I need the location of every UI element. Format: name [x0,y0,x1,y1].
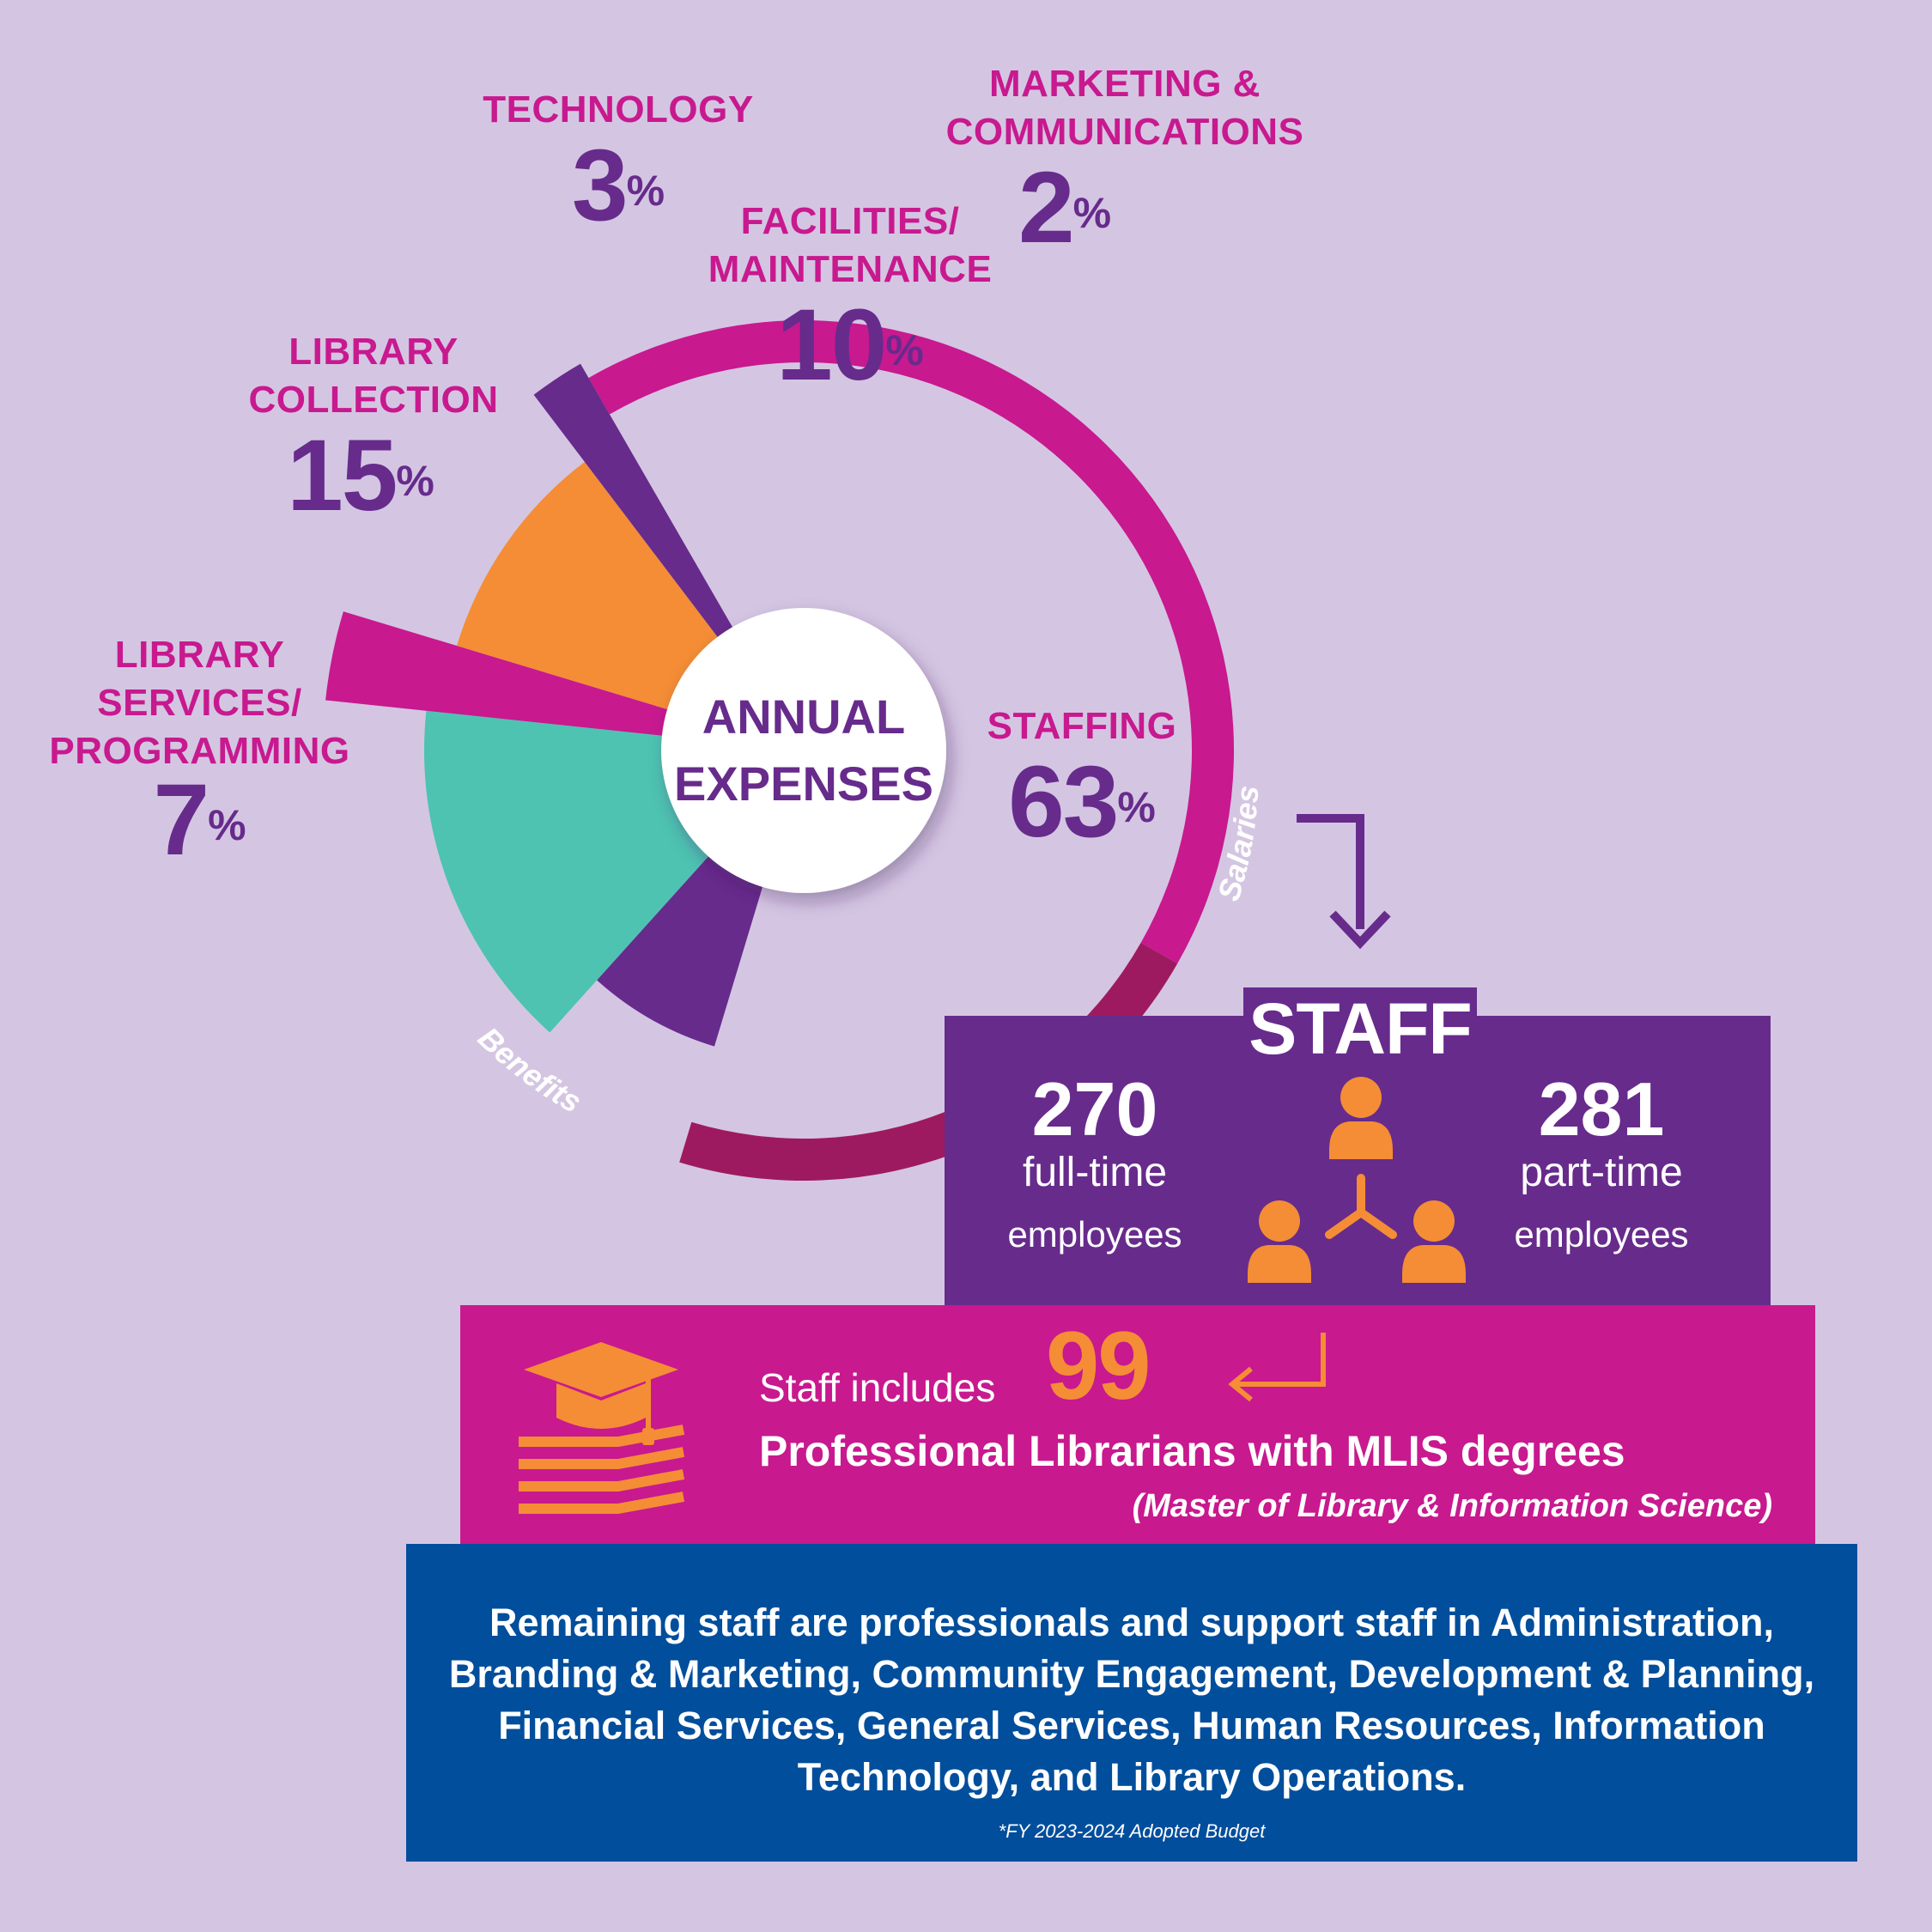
label-services-name-2: SERVICES/ [97,682,302,724]
remaining-staff-text: Remaining staff are professionals and su… [406,1597,1857,1803]
return-arrow-icon [1228,1333,1326,1402]
staff-panel [945,1016,1771,1305]
full-time-label: full-time [1022,1150,1168,1195]
label-marketing: MARKETING & COMMUNICATIONS 2% [936,60,1314,259]
center-label-line1: ANNUAL [702,690,905,744]
label-staffing: STAFFING 63% [962,702,1202,854]
people-network-icon [1248,1077,1466,1283]
part-time-count: 281 [1538,1066,1665,1151]
remaining-line-4: Technology, and Library Operations. [797,1755,1467,1799]
mlis-degree-note: (Master of Library & Information Science… [1132,1488,1772,1524]
center-label-line2: EXPENSES [674,756,933,811]
remaining-line-2: Branding & Marketing, Community Engageme… [448,1652,1815,1696]
label-technology-name: TECHNOLOGY [483,88,754,131]
remaining-line-3: Financial Services, General Services, Hu… [498,1704,1765,1747]
label-facilities-name-1: FACILITIES/ [740,200,960,242]
full-time-count: 270 [1031,1066,1158,1151]
label-marketing-name-1: MARKETING & [989,63,1261,105]
label-staffing-name: STAFFING [987,705,1177,747]
label-staffing-pct: 63% [1008,745,1156,859]
mlis-description: Professional Librarians with MLIS degree… [759,1427,1625,1475]
full-time-employees-label: employees [1007,1214,1182,1255]
down-arrow-line [1297,814,1364,929]
label-collection: LIBRARY COLLECTION 15% [215,328,532,527]
label-services-pct: 7% [153,763,246,877]
label-facilities-pct: 10% [776,289,924,402]
graduation-cap-books-icon [519,1342,685,1514]
part-time-employees-label: employees [1514,1214,1689,1255]
label-services-name-3: PROGRAMMING [49,730,350,772]
label-collection-pct: 15% [287,419,434,532]
label-facilities-name-2: MAINTENANCE [708,248,993,290]
mlis-count: 99 [1046,1312,1151,1419]
down-arrow-head-icon [1329,910,1391,950]
label-services: LIBRARY SERVICES/ PROGRAMMING 7% [34,631,365,872]
mlis-panel [460,1305,1815,1544]
label-marketing-pct: 2% [1018,151,1112,264]
pie-ring-salaries [588,320,1235,964]
label-marketing-name-2: COMMUNICATIONS [945,111,1304,153]
label-facilities: FACILITIES/ MAINTENANCE 10% [678,197,1022,397]
part-time-label: part-time [1520,1150,1683,1195]
label-technology: TECHNOLOGY 3% [447,86,790,237]
staff-title: STAFF [1243,987,1477,1069]
mlis-prefix: Staff includes [759,1365,996,1410]
center-circle [661,608,946,893]
label-collection-name-2: COLLECTION [248,379,499,421]
label-technology-pct: 3% [571,129,665,242]
remaining-line-1: Remaining staff are professionals and su… [489,1601,1775,1644]
label-collection-name-1: LIBRARY [289,331,459,373]
remaining-staff-panel [406,1544,1857,1862]
label-services-name-1: LIBRARY [114,634,285,676]
benefits-arc-label: Benefits [471,1020,587,1120]
budget-footnote: *FY 2023-2024 Adopted Budget [998,1820,1266,1842]
